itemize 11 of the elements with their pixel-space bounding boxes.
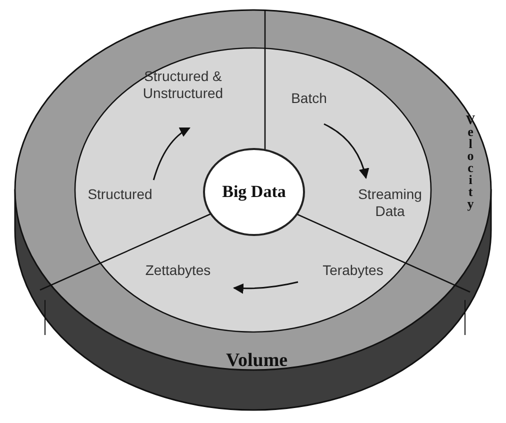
ring-label: Batch — [284, 90, 334, 107]
arrow — [232, 281, 298, 294]
ring-label: Terabytes — [306, 262, 400, 279]
arrow — [152, 127, 190, 180]
dimension-label: Velocity — [462, 112, 478, 208]
ring-label: Streaming Data — [350, 186, 430, 220]
ring-label: Zettabytes — [126, 262, 230, 279]
ring-label: Structured — [72, 186, 168, 203]
ring-label: Structured & Unstructured — [118, 68, 248, 102]
dimension-label: Volume — [226, 350, 288, 372]
arrow — [324, 123, 369, 180]
